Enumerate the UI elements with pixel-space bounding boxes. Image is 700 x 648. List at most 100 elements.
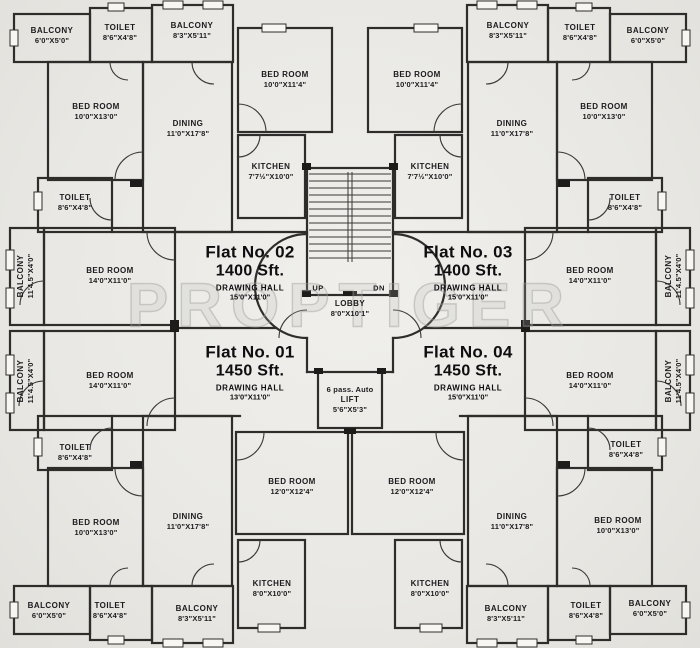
room-dims: 11'0"X17'8" — [490, 129, 534, 139]
room-dims: 8'0"X10'0" — [410, 589, 450, 599]
flat-hall-dims: 13'0"X11'0" — [229, 392, 271, 402]
room-kitchen-bc-right: KITCHEN 8'0"X10'0" — [411, 579, 450, 599]
room-name: BED ROOM — [388, 476, 436, 486]
room-dims: 7'7½"X10'0" — [407, 172, 453, 182]
room-name: BED ROOM — [261, 69, 309, 79]
room-name: BED ROOM — [86, 265, 134, 275]
flat-hall: DRAWING HALL — [433, 283, 503, 293]
room-name: DINING — [496, 511, 528, 521]
lift-capacity: 6 pass. Auto — [326, 385, 374, 395]
room-balcony-bl-b: BALCONY 8'3"X5'11" — [176, 604, 219, 624]
room-balcony-mr-bot: BALCONY 11'4.5"X4'0" — [664, 359, 684, 404]
room-name: TOILET — [609, 192, 641, 202]
room-bedroom-tc-left: BED ROOM 10'0"X11'4" — [261, 70, 309, 90]
room-balcony-tr-a: BALCONY 6'0"X5'0" — [627, 26, 670, 46]
room-name: BALCONY — [626, 25, 670, 35]
room-bedroom-tr: BED ROOM 10'0"X13'0" — [580, 102, 628, 122]
room-dining-bl: DINING 11'0"X17'8" — [167, 512, 210, 532]
room-dims: 10'0"X13'0" — [74, 528, 118, 538]
room-dims: 10'0"X13'0" — [596, 526, 640, 536]
room-bedroom-br: BED ROOM 10'0"X13'0" — [594, 516, 642, 536]
room-dims: 8'6"X4'8" — [568, 611, 604, 621]
flat-title: Flat No. 01 — [205, 342, 295, 362]
room-name: DINING — [496, 118, 528, 128]
flat-area: 1450 Sft. — [433, 362, 503, 380]
room-name: BALCONY — [628, 598, 672, 608]
room-name: BALCONY — [663, 359, 673, 403]
column-marks — [130, 163, 570, 468]
room-toilet-bl-bot: TOILET 8'6"X4'8" — [93, 601, 127, 621]
room-name: BED ROOM — [268, 476, 316, 486]
flat-hall: DRAWING HALL — [433, 383, 503, 393]
room-dining-tr: DINING 11'0"X17'8" — [491, 119, 534, 139]
room-toilet-tr-a: TOILET 8'6"X4'8" — [563, 23, 597, 43]
flat-01-label: Flat No. 01 1450 Sft. DRAWING HALL 13'0"… — [205, 342, 294, 401]
room-bedroom-mr-bot: BED ROOM 14'0"X11'0" — [566, 371, 614, 391]
room-dims: 8'3"X5'11" — [172, 31, 212, 41]
room-dims: 11'0"X17'8" — [166, 129, 210, 139]
flat-title: Flat No. 04 — [423, 342, 513, 362]
room-balcony-mr-top: BALCONY 11'4.5"X4'0" — [664, 254, 684, 299]
room-dims: 12'0"X12'4" — [270, 487, 314, 497]
room-dims: 8'0"X10'0" — [252, 589, 292, 599]
stairs-dn-label: DN — [373, 283, 385, 293]
room-toilet-bl-top: TOILET 8'6"X4'8" — [58, 443, 92, 463]
room-kitchen-tc-right: KITCHEN 7'7½"X10'0" — [408, 162, 453, 182]
room-name: BALCONY — [27, 600, 71, 610]
room-dims: 12'0"X12'4" — [390, 487, 434, 497]
room-name: BALCONY — [15, 359, 25, 403]
door-arcs — [18, 61, 682, 587]
room-dims: 10'0"X11'4" — [263, 80, 307, 90]
room-name: TOILET — [564, 22, 596, 32]
lift-dims: 5'6"X5'3" — [332, 405, 368, 415]
room-name: BALCONY — [486, 20, 530, 30]
room-dims: 10'0"X11'4" — [395, 80, 439, 90]
room-bedroom-mr-top: BED ROOM 14'0"X11'0" — [566, 266, 614, 286]
room-dims: 8'0"X10'1" — [330, 309, 370, 319]
room-dims: 8'6"X4'8" — [57, 203, 93, 213]
room-name: LOBBY — [334, 298, 366, 308]
room-toilet-tl-a: TOILET 8'6"X4'8" — [103, 23, 137, 43]
flat-hall: DRAWING HALL — [215, 383, 285, 393]
room-dims: 14'0"X11'0" — [568, 381, 612, 391]
room-toilet-br-top: TOILET 8'6"X4'8" — [609, 440, 643, 460]
flat-04-label: Flat No. 04 1450 Sft. DRAWING HALL 15'0"… — [423, 342, 512, 401]
flat-area: 1400 Sft. — [433, 262, 503, 280]
room-bedroom-bl: BED ROOM 10'0"X13'0" — [72, 518, 120, 538]
room-name: BED ROOM — [580, 101, 628, 111]
room-dims: 8'6"X4'8" — [102, 33, 138, 43]
room-name: BALCONY — [170, 20, 214, 30]
stairs-up-label: UP — [312, 283, 324, 293]
room-name: DINING — [172, 118, 204, 128]
room-dims: 8'3"X5'11" — [177, 614, 217, 624]
window-marks — [5, 0, 695, 648]
flat-title: Flat No. 02 — [205, 242, 295, 262]
room-name: TOILET — [104, 22, 136, 32]
room-name: BALCONY — [30, 25, 74, 35]
room-bedroom-tc-right: BED ROOM 10'0"X11'4" — [393, 70, 441, 90]
room-bedroom-bc-right: BED ROOM 12'0"X12'4" — [388, 477, 436, 497]
room-dims: 14'0"X11'0" — [88, 381, 132, 391]
room-dims: 11'0"X17'8" — [166, 522, 210, 532]
room-balcony-tl-a: BALCONY 6'0"X5'0" — [31, 26, 74, 46]
room-dims: 8'3"X5'11" — [488, 31, 528, 41]
room-kitchen-tc-left: KITCHEN 7'7½"X10'0" — [249, 162, 294, 182]
room-name: BED ROOM — [566, 370, 614, 380]
flat-02-label: Flat No. 02 1400 Sft. DRAWING HALL 15'0"… — [205, 242, 294, 301]
stair-treads — [309, 172, 391, 262]
room-dims: 8'6"X4'8" — [92, 611, 128, 621]
flat-hall: DRAWING HALL — [215, 283, 285, 293]
flat-area: 1450 Sft. — [215, 362, 285, 380]
room-balcony-ml-top: BALCONY 11'4.5"X4'0" — [16, 254, 36, 299]
room-name: TOILET — [610, 439, 642, 449]
flat-hall-dims: 15'0"X11'0" — [447, 292, 489, 302]
room-name: BED ROOM — [594, 515, 642, 525]
flat-hall-dims: 15'0"X11'0" — [447, 392, 489, 402]
room-dims: 11'0"X17'8" — [490, 522, 534, 532]
room-name: KITCHEN — [410, 161, 450, 171]
room-name: BALCONY — [663, 254, 673, 298]
room-name: TOILET — [570, 600, 602, 610]
room-name: KITCHEN — [410, 578, 450, 588]
room-name: KITCHEN — [252, 578, 292, 588]
